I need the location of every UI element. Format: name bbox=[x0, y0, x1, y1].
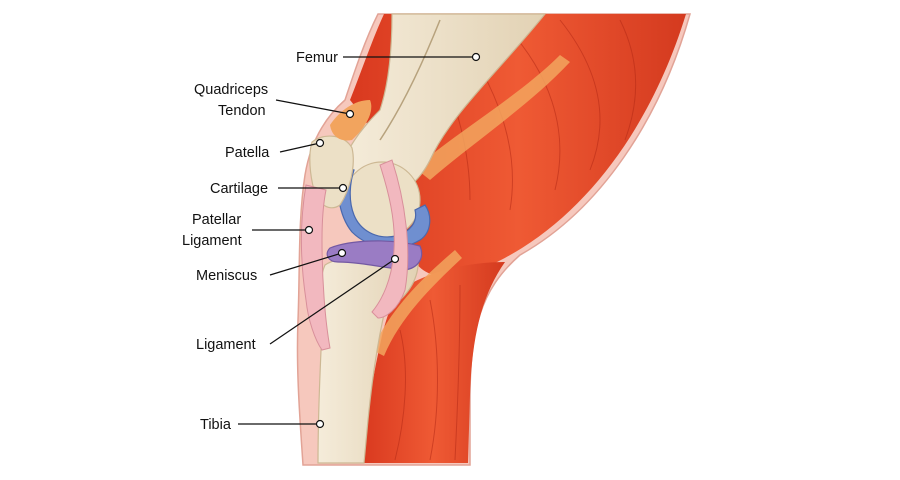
patellar-ligament-marker bbox=[304, 225, 314, 235]
meniscus-label: Meniscus bbox=[196, 268, 257, 284]
tibia-label: Tibia bbox=[200, 417, 232, 433]
patella-label: Patella bbox=[225, 145, 270, 161]
quadriceps-tendon-shape bbox=[330, 100, 372, 141]
patellar-ligament-label-line2: Ligament bbox=[182, 233, 242, 249]
femur-label: Femur bbox=[296, 50, 338, 66]
cartilage-marker bbox=[338, 183, 348, 193]
ligament-marker bbox=[390, 254, 400, 264]
lateral-tendon bbox=[415, 55, 570, 180]
quadriceps-label-line1: Quadriceps bbox=[194, 82, 268, 98]
patella-marker bbox=[315, 138, 325, 148]
femur-shaft-line bbox=[379, 19, 441, 141]
leader-lines bbox=[238, 52, 481, 429]
ligament-label: Ligament bbox=[196, 337, 256, 353]
cartilage-shape bbox=[337, 164, 431, 249]
collateral-ligament-shape bbox=[371, 159, 409, 319]
lower-tendon bbox=[372, 250, 462, 356]
patellar-ligament-label-line1: Patellar bbox=[192, 212, 241, 228]
tibia-marker bbox=[315, 419, 325, 429]
meniscus-marker bbox=[337, 248, 347, 258]
quadriceps-label-line2: Tendon bbox=[218, 103, 266, 119]
cartilage-label: Cartilage bbox=[210, 181, 268, 197]
femur-marker bbox=[471, 52, 481, 62]
quadriceps-tendon-marker bbox=[345, 109, 355, 119]
